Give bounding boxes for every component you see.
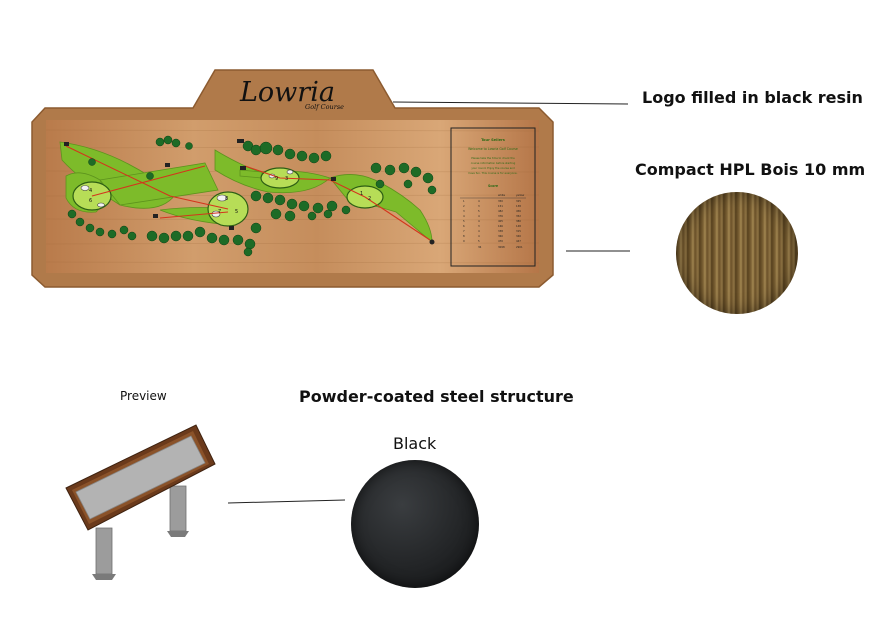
score-table-cell: 482 [498, 209, 503, 213]
score-table-cell: 340 [516, 234, 521, 238]
logo-leader-line [392, 101, 629, 105]
svg-text:6: 6 [89, 198, 92, 204]
preview-label: Preview [120, 389, 167, 403]
logo-text: Lowria [239, 77, 335, 108]
svg-text:Score: Score [488, 184, 498, 188]
score-table-cell: 7 [463, 229, 465, 233]
score-table-cell: 3 [478, 204, 480, 208]
svg-text:Please take the time to check: Please take the time to check the [471, 156, 515, 160]
score-table-cell: 4 [478, 234, 480, 238]
svg-text:your round. Enjoy the course a: your round. Enjoy the course and [471, 166, 515, 170]
trees [67, 135, 437, 257]
score-table-cell: 376 [498, 214, 503, 218]
score-table-cell: 5 [463, 219, 465, 223]
svg-text:8: 8 [225, 196, 228, 202]
info-panel-text: Tour Sellers Welcome to Lowria Golf Cour… [468, 138, 518, 188]
score-table-cell: 325 [516, 199, 521, 203]
score-table-total: 36 [478, 245, 482, 249]
svg-text:3: 3 [285, 176, 288, 182]
hole-numbers: 4 6 8 7 5 9 3 1 2 [89, 176, 371, 215]
score-table-cell: 5 [478, 209, 480, 213]
score-table-cell: 4 [463, 214, 465, 218]
score-table-cell: 352 [516, 214, 521, 218]
score-table-cell: 8 [463, 234, 465, 238]
svg-text:7: 7 [218, 209, 221, 215]
score-table-cell: 166 [498, 224, 503, 228]
score-table-cell: 3 [463, 209, 465, 213]
score-table-header: white [498, 193, 506, 197]
steel-structure-label: Powder-coated steel structure [299, 387, 574, 406]
score-table-total: 3098 [498, 245, 505, 249]
score-table-cell: 148 [516, 224, 521, 228]
score-table-cell: 350 [498, 199, 503, 203]
score-table-cell: 4 [478, 214, 480, 218]
score-table-cell: 9 [463, 239, 465, 243]
preview-sign [65, 424, 216, 580]
score-table-total: 2901 [516, 245, 523, 249]
svg-text:Tour Sellers: Tour Sellers [481, 138, 505, 142]
score-table-cell: 5 [478, 239, 480, 243]
score-table-cell: 4 [478, 199, 480, 203]
steel-leader-line [227, 499, 346, 504]
info-panel [450, 127, 536, 267]
score-table-cell: 4 [478, 229, 480, 233]
score-table-cell: 151 [498, 204, 503, 208]
score-table-cell: 315 [516, 229, 521, 233]
wood-texture-swatch [676, 192, 798, 314]
black-color-label: Black [393, 434, 437, 453]
logo-resin-label: Logo filled in black resin [642, 88, 863, 107]
tee-markers [64, 139, 435, 245]
score-table-cell: 338 [498, 229, 503, 233]
svg-text:course information before star: course information before starting [471, 161, 516, 165]
score-table-cell: 4 [478, 219, 480, 223]
score-table-cell: 360 [498, 234, 503, 238]
score-table-cell: 456 [516, 209, 521, 213]
score-table-cell: 6 [463, 224, 465, 228]
logo-subtitle: Golf Course [305, 103, 344, 111]
score-table-cell: 380 [516, 219, 521, 223]
hpl-material-label: Compact HPL Bois 10 mm [635, 160, 866, 179]
svg-text:2: 2 [368, 196, 371, 202]
route-lines [65, 145, 431, 241]
score-table-cell: 138 [516, 204, 521, 208]
score-table-cell: 2 [463, 204, 465, 208]
svg-text:9: 9 [275, 176, 278, 182]
svg-text:Welcome to Lowria Golf Course: Welcome to Lowria Golf Course [468, 147, 518, 151]
score-table-header: yellow [516, 193, 525, 197]
svg-text:5: 5 [235, 209, 238, 215]
bunkers [80, 169, 294, 218]
score-table-cell: 405 [498, 219, 503, 223]
score-table-cell: 470 [498, 239, 503, 243]
score-table-cell: 3 [478, 224, 480, 228]
svg-text:have fun. This course is for e: have fun. This course is for everyone. [469, 171, 518, 175]
svg-text:1: 1 [360, 191, 363, 197]
score-table-cell: 1 [463, 199, 465, 203]
black-powder-coat-swatch [351, 460, 479, 588]
svg-text:4: 4 [89, 188, 92, 194]
score-table-cell: 447 [516, 239, 521, 243]
